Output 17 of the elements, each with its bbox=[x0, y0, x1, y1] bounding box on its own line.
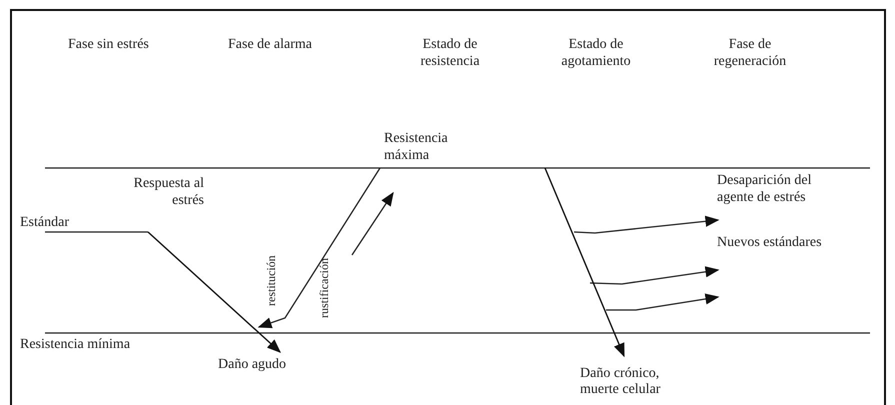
curve-label: restitución bbox=[265, 255, 278, 306]
diagram-label: Fase de regeneración bbox=[712, 36, 788, 70]
diagram-label: Estándar bbox=[20, 214, 70, 231]
arrow bbox=[148, 231, 282, 353]
diagram-label: Respuesta al estrés bbox=[132, 175, 204, 209]
outcome-label: Daño crónico, muerte celular bbox=[580, 366, 680, 398]
diagram-label: Nuevos estándares bbox=[717, 234, 823, 251]
diagram-label: Estado de agotamiento bbox=[560, 36, 632, 70]
diagram-label: Resistencia mínima bbox=[20, 336, 132, 353]
diagram-label: Desaparición del agente de estrés bbox=[717, 172, 812, 206]
outcome-label: Daño agudo bbox=[218, 357, 318, 373]
diagram-label: Estado de resistencia bbox=[419, 36, 481, 70]
curve-label: rustificación bbox=[318, 258, 331, 318]
arrow bbox=[544, 168, 625, 358]
diagram-label: Resistencia máxima bbox=[384, 130, 449, 164]
diagram-label: Fase de alarma bbox=[228, 36, 313, 53]
diagram-label: Fase sin estrés bbox=[68, 36, 150, 53]
